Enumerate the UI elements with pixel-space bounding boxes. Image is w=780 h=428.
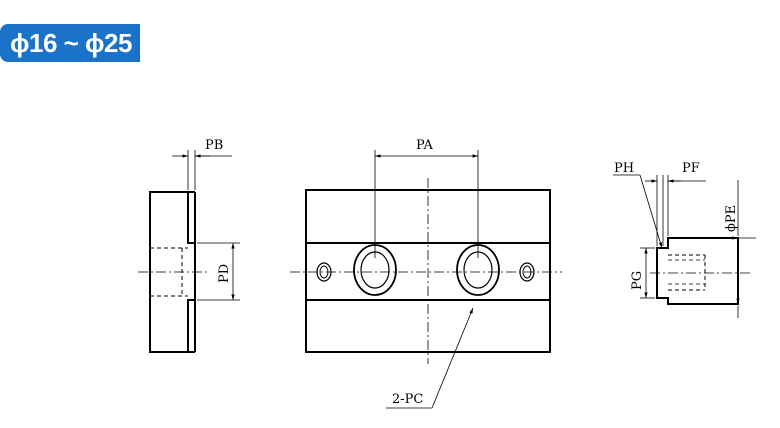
right-side-view [613, 174, 756, 318]
pa-label: PA [416, 138, 434, 153]
pb-label: PB [205, 138, 223, 153]
size-range-label: ϕ16 ~ ϕ25 [10, 28, 132, 58]
pg-label: PG [630, 271, 645, 290]
pc-label: 2-PC [392, 392, 423, 407]
pe-label: ϕPE [724, 205, 739, 232]
left-side-view [138, 150, 240, 353]
size-range-badge: ϕ16 ~ ϕ25 [0, 24, 140, 62]
pd-label: PD [217, 264, 232, 283]
ph-label: PH [614, 161, 634, 176]
pf-label: PF [682, 161, 700, 176]
front-view [290, 150, 562, 409]
